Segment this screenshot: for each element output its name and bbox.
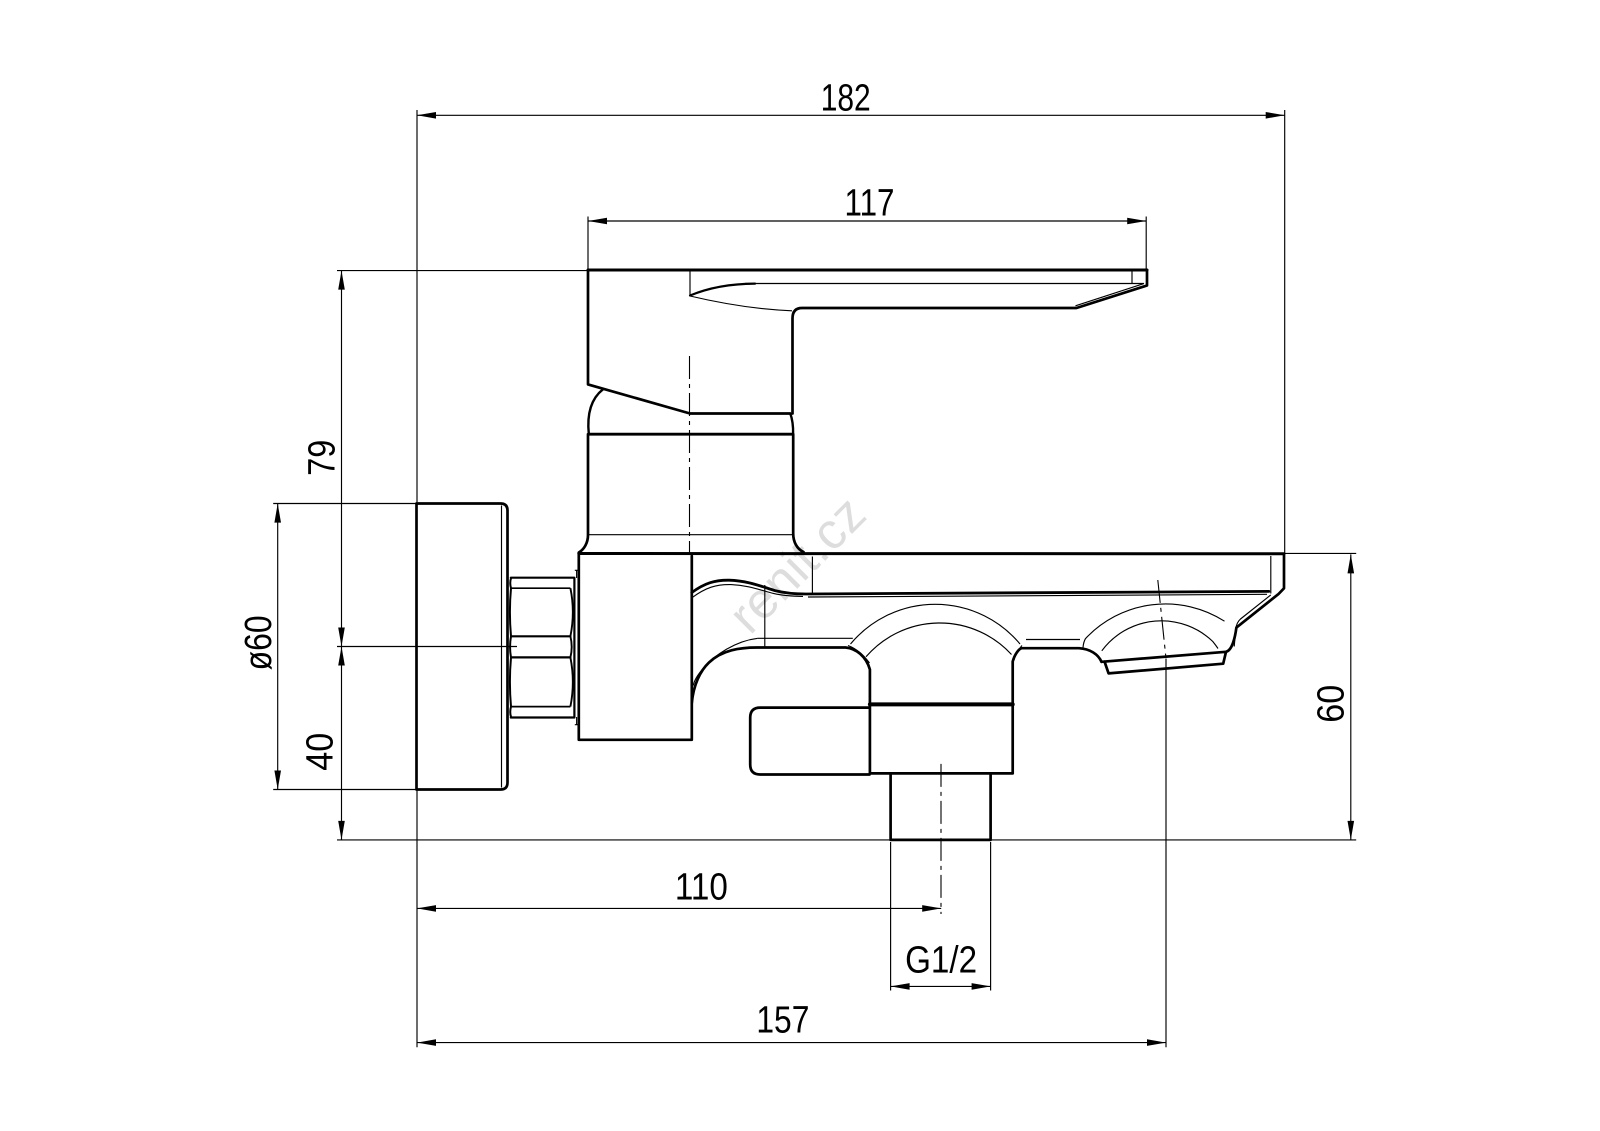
svg-text:G1/2: G1/2 — [905, 940, 977, 982]
svg-text:60: 60 — [1311, 685, 1353, 723]
svg-text:182: 182 — [821, 77, 871, 119]
svg-text:117: 117 — [845, 182, 895, 224]
svg-text:ø60: ø60 — [238, 615, 280, 670]
svg-text:157: 157 — [756, 1000, 809, 1042]
svg-text:40: 40 — [300, 733, 342, 771]
svg-text:79: 79 — [302, 440, 344, 476]
svg-text:110: 110 — [675, 866, 728, 908]
